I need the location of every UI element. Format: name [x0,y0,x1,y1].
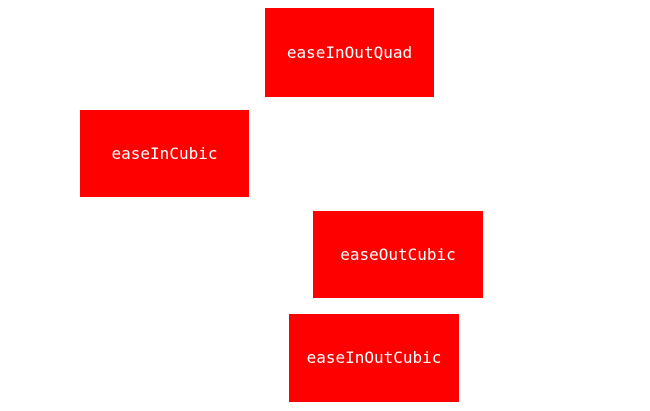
easing-box-ease-in-cubic[interactable]: easeInCubic [80,110,249,197]
easing-box-ease-in-out-quad[interactable]: easeInOutQuad [265,8,434,97]
easing-box-label: easeInOutQuad [286,42,413,62]
easing-box-label: easeOutCubic [340,244,456,264]
easing-box-label: easeInOutCubic [306,348,442,367]
easing-box-ease-in-out-cubic[interactable]: easeInOutCubic [289,314,459,402]
easing-box-ease-out-cubic[interactable]: easeOutCubic [313,211,483,298]
easing-box-label: easeInCubic [111,143,218,163]
